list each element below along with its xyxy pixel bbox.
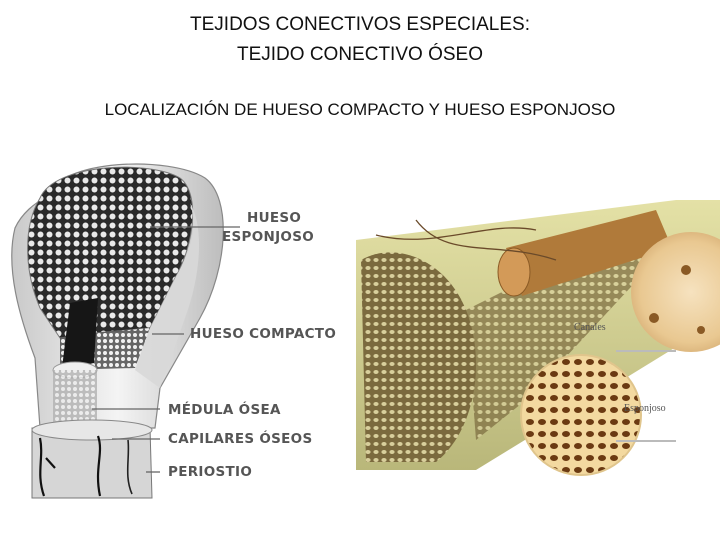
label-periostio: PERIOSTIO (168, 464, 253, 480)
label-medula-osea: MÉDULA ÓSEA (168, 402, 281, 418)
label-hueso-esponjoso-line2: ESPONJOSO (222, 229, 315, 245)
label-capilares-oseos: CAPILARES ÓSEOS (168, 431, 313, 447)
label-esponjoso: Esponjoso (624, 403, 666, 414)
label-hueso-compacto: HUESO COMPACTO (190, 326, 337, 342)
bone-illustration (11, 163, 240, 499)
label-hueso-esponjoso-line1: HUESO (247, 210, 302, 226)
slide-title-line-2: TEJIDO CONECTIVO ÓSEO (237, 44, 483, 65)
slide-title-line-1: TEJIDOS CONECTIVOS ESPECIALES: (190, 14, 530, 35)
bone-3d-illustration (356, 200, 720, 500)
label-canales: Canales (574, 322, 606, 333)
slide-subtitle: LOCALIZACIÓN DE HUESO COMPACTO Y HUESO E… (104, 100, 616, 119)
bone-cross-section-figure: HUESO ESPONJOSO HUESO COMPACTO MÉDULA ÓS… (0, 158, 350, 500)
bone-3d-illustration-figure: Canales Esponjoso (356, 200, 720, 500)
